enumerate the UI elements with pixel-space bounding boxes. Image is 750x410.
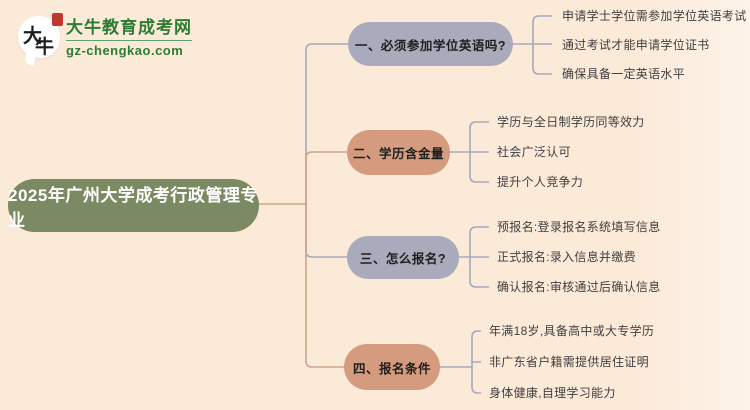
branch-node-3: 三、怎么报名? [347, 236, 459, 279]
bracket-branch-2 [450, 121, 489, 183]
logo-domain: gz-chengkao.com [66, 39, 192, 58]
branch-node-4: 四、报名条件 [344, 344, 440, 390]
leaf-item: 提升个人竞争力 [497, 175, 584, 189]
logo-site-name: 大牛教育成考网 [66, 18, 192, 37]
leaf-item: 学历与全日制学历同等效力 [497, 115, 645, 129]
logo-seal-icon [52, 13, 63, 26]
leaf-item: 确保具备一定英语水平 [562, 67, 686, 81]
leaf-item: 确认报名:审核通过后确认信息 [497, 280, 661, 294]
leaf-item: 非广东省户籍需提供居住证明 [489, 355, 649, 369]
edge-branch-2 [305, 151, 347, 204]
logo-bubble-icon: 大 牛 [18, 13, 63, 67]
bracket-branch-3 [459, 226, 489, 288]
leaf-item: 通过考试才能申请学位证书 [562, 38, 710, 52]
branch-node-2: 二、学历含金量 [347, 130, 450, 175]
edge-branch-3 [305, 204, 347, 258]
edge-branch-1 [305, 43, 348, 204]
leaf-item: 身体健康,自理学习能力 [489, 386, 616, 400]
leaf-item: 申请学士学位需参加学位英语考试 [562, 9, 747, 23]
edge-branch-4 [305, 204, 344, 368]
bracket-branch-4 [440, 330, 481, 394]
logo-bubble-char: 牛 [35, 37, 55, 58]
logo-text: 大牛教育成考网 gz-chengkao.com [66, 16, 192, 58]
leaf-item: 正式报名:录入信息并缴费 [497, 250, 636, 264]
bracket-branch-1 [513, 15, 552, 75]
leaf-item: 社会广泛认可 [497, 145, 571, 159]
site-logo: 大 牛 大牛教育成考网 gz-chengkao.com [18, 13, 192, 67]
leaf-item: 年满18岁,具备高中或大专学历 [489, 324, 655, 338]
main-topic-node: 2025年广州大学成考行政管理专业 [8, 179, 259, 232]
leaf-item: 预报名:登录报名系统填写信息 [497, 220, 661, 234]
logo-bubble-char: 大 [23, 26, 43, 47]
branch-node-1: 一、必须参加学位英语吗? [348, 22, 513, 66]
